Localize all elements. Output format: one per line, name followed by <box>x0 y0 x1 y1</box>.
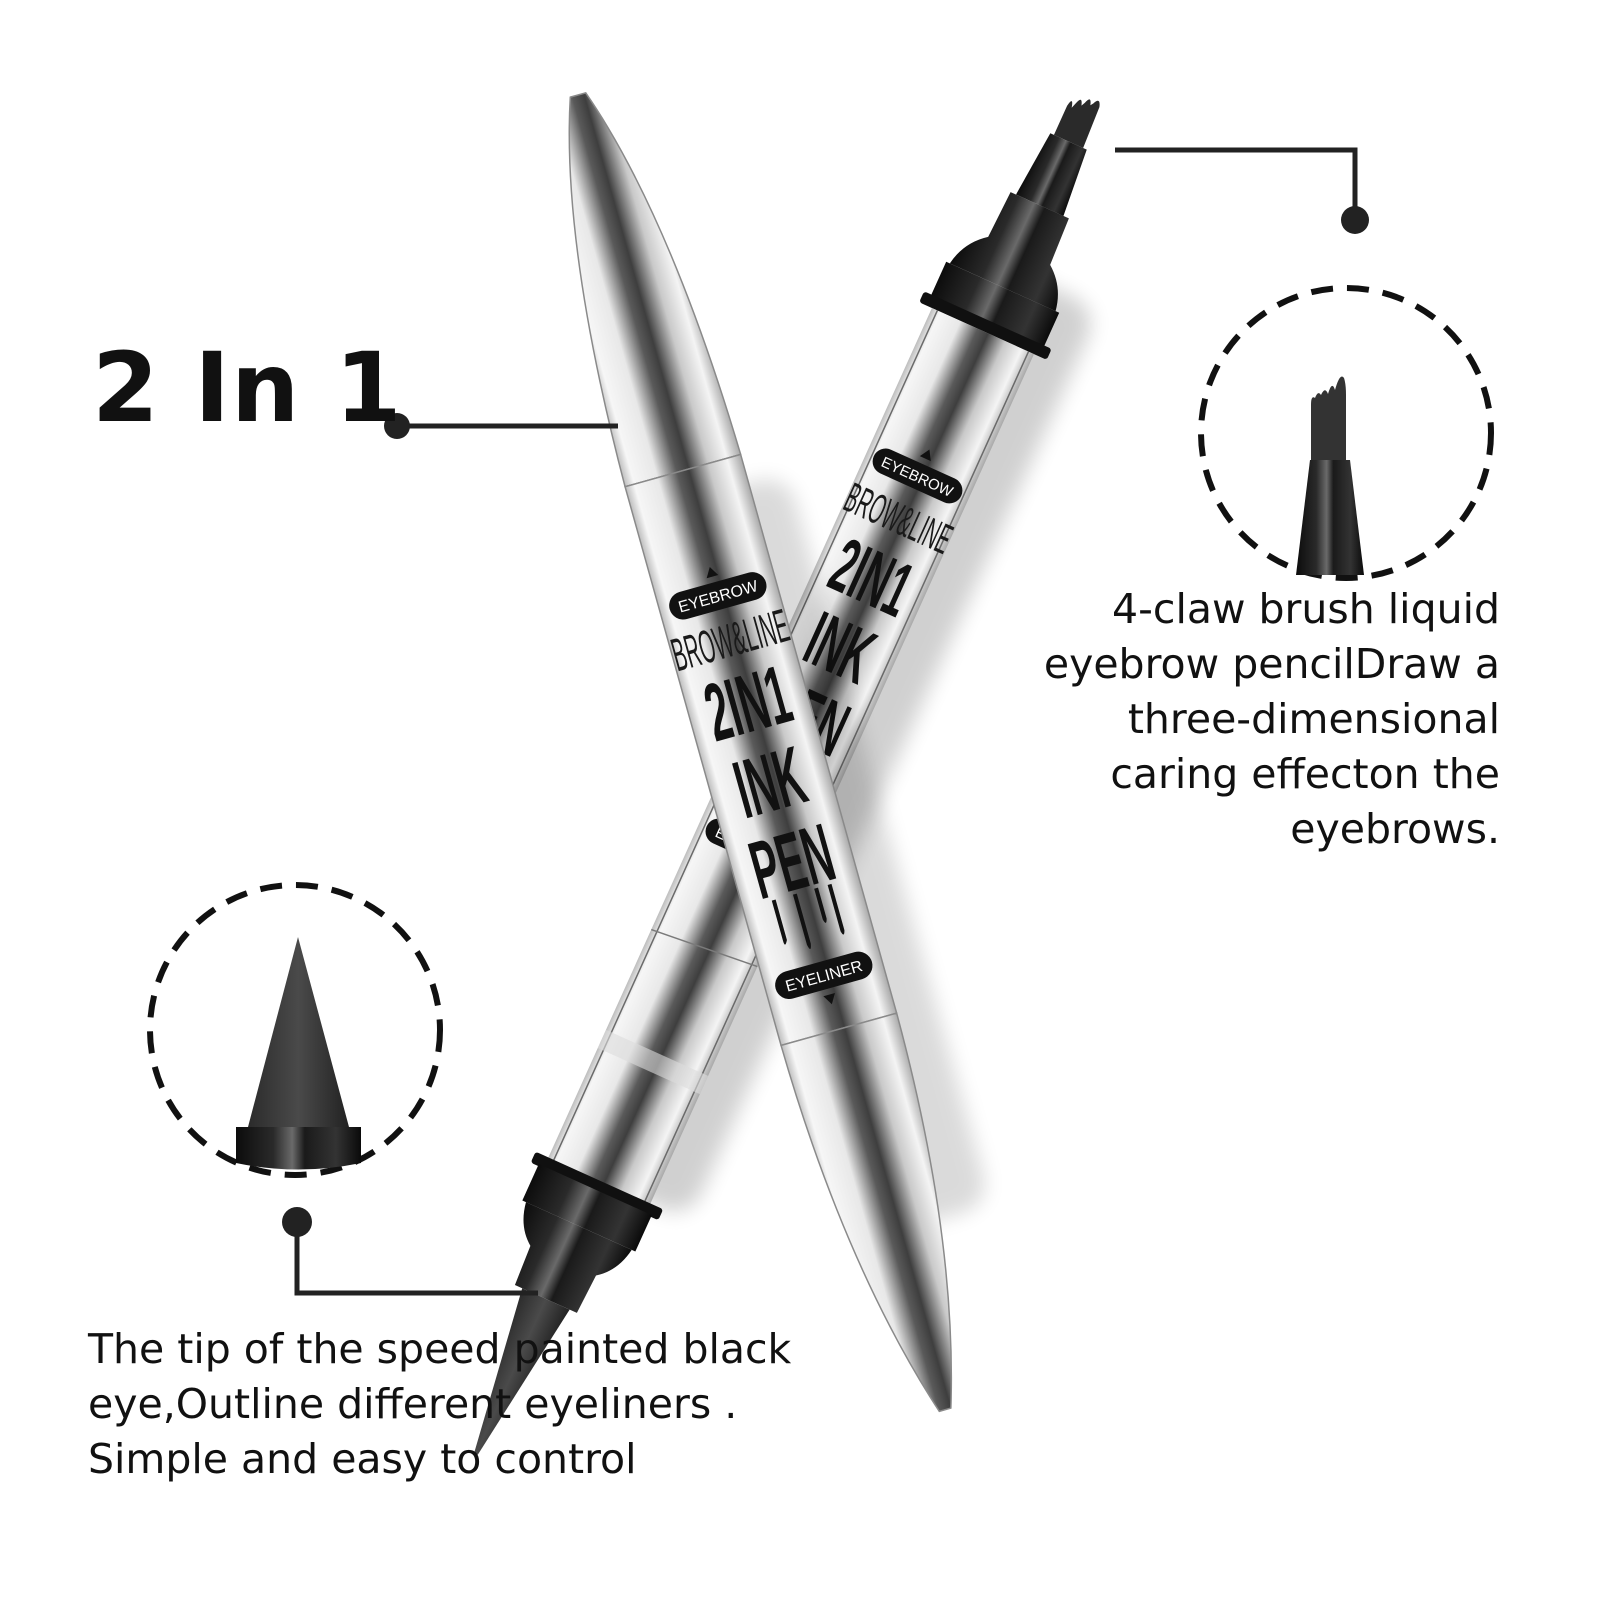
eyeliner-description-line: eye,Outline different eyeliners . <box>88 1380 738 1428</box>
eyeliner-description-line: The tip of the speed painted black <box>88 1325 792 1373</box>
eyebrow-description-line: three-dimensional <box>1127 695 1500 743</box>
eyeliner-description: The tip of the speed painted black eye,O… <box>88 1322 868 1487</box>
eyeliner-description-line: Simple and easy to control <box>88 1435 637 1483</box>
eyebrow-description-line: eyebrows. <box>1290 805 1500 853</box>
pen-back-eyeliner-tip-icon <box>474 1152 663 1455</box>
headline-2-in-1: 2 In 1 <box>92 332 403 444</box>
pen-front: EYEBROW BROW&LINE 2IN1 INK PEN EYELINER <box>568 91 985 1413</box>
eyebrow-description-line: caring effecton the <box>1110 750 1500 798</box>
eyebrow-description-line: 4-claw brush liquid <box>1112 585 1500 633</box>
eyebrow-description-line: eyebrow pencilDraw a <box>1043 640 1500 688</box>
eyebrow-description: 4-claw brush liquid eyebrow pencilDraw a… <box>940 582 1500 857</box>
four-claw-brush-tip-icon <box>920 99 1100 359</box>
